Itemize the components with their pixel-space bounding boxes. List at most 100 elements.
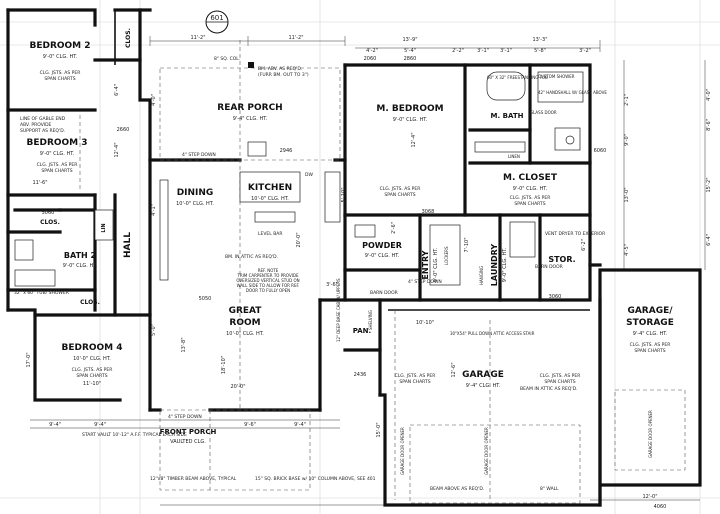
room-label-laundry: LAUNDRY bbox=[490, 244, 499, 287]
span-note: SPAN CHARTS bbox=[514, 201, 545, 207]
room-label-great: GREAT bbox=[229, 306, 263, 316]
start-vault-note: START VAULT 10'-12" A.F.F. TYPICAL EACH … bbox=[82, 432, 187, 438]
dim-misc: 11'-6" bbox=[32, 180, 47, 186]
room-ceiling-garage-storage: 9'-4" CLG. HT. bbox=[633, 331, 668, 337]
room-ceiling-master-bedroom: 9'-0" CLG. HT. bbox=[393, 117, 428, 123]
column-marker bbox=[248, 62, 254, 68]
room-label-linen: LIN bbox=[101, 223, 107, 232]
span-note: SPAN CHARTS bbox=[41, 168, 72, 174]
dim-misc: 2860 bbox=[404, 56, 417, 62]
span-note: SPAN CHARTS bbox=[399, 379, 430, 385]
door-opener-note-2: GARAGE DOOR OPENER bbox=[484, 427, 489, 475]
dim-misc: 2660 bbox=[117, 127, 130, 133]
vanity bbox=[474, 141, 526, 153]
span-note: SPAN CHARTS bbox=[544, 379, 575, 385]
room-label-entry: ENTRY bbox=[421, 250, 430, 279]
dim-top: 13'-3" bbox=[532, 37, 547, 43]
kitchen-island bbox=[239, 171, 301, 203]
room-label-master-closet: M. CLOSET bbox=[503, 173, 558, 183]
custom-shower bbox=[537, 71, 584, 103]
dim-right: 13'-0" bbox=[624, 187, 630, 202]
room-label-storage: STOR. bbox=[548, 255, 575, 264]
room-label-hall: HALL bbox=[123, 232, 133, 258]
shelving-note: SHELVING bbox=[368, 310, 373, 330]
tub-note: 60" X 32" FREESTANDING TUB bbox=[487, 75, 548, 80]
tub-shower-note: 32" x 60" TUB/ SHOWER bbox=[14, 290, 69, 296]
beam-attic-note: BM. IN ATTIC AS REQ'D. bbox=[225, 254, 278, 260]
dim-top: 13'-9" bbox=[402, 37, 417, 43]
joist-note: CLG. JSTS. AS PER bbox=[540, 373, 581, 379]
dim-misc: 12'-6" bbox=[451, 362, 457, 377]
ref-note-2: TRIM CARPENTER TO PROVIDE bbox=[236, 273, 299, 278]
custom-shower-note: CUSTOM SHOWER bbox=[538, 74, 575, 79]
room-label-garage-storage-1: GARAGE/ bbox=[627, 306, 673, 316]
dashed-lines bbox=[79, 40, 686, 504]
dim-misc: 17'-0" bbox=[26, 352, 32, 367]
level-bar-note: LEVEL BAR bbox=[258, 231, 283, 237]
dishwasher-label: DW bbox=[305, 172, 313, 178]
joist-note: CLG. JSTS. AS PER bbox=[380, 186, 421, 192]
dim-right: 2'-1" bbox=[624, 94, 630, 106]
step-down-entry: 4" STEP DOWN bbox=[408, 279, 442, 285]
ref-note-3: OVERSIZED VERTICAL STUD ON bbox=[236, 278, 299, 283]
handsills-note: 42" HANDSHALL W/ GLASS ABOVE bbox=[538, 90, 607, 95]
square-column-note: 8" SQ. COL. bbox=[214, 56, 240, 62]
dim-top: 11'-2" bbox=[190, 35, 205, 41]
ref-note-5: DOOR TO FULLY OPEN bbox=[246, 288, 290, 293]
span-note: SPAN CHARTS bbox=[76, 373, 107, 379]
dim-left: 5'-0" bbox=[151, 324, 157, 336]
toilet bbox=[565, 135, 575, 145]
dim-top: 2'-2" bbox=[452, 48, 464, 54]
dim-bottom: 9'-4" bbox=[294, 422, 306, 428]
joist-note: CLG. JSTS. AS PER bbox=[395, 373, 436, 379]
hanging-note: HANGING bbox=[479, 266, 484, 285]
room-label-bedroom-2: BEDROOM 2 bbox=[29, 41, 90, 51]
dim-right: 8'-6" bbox=[706, 119, 712, 131]
dim-misc: 5'-10" bbox=[341, 187, 347, 202]
dim-misc: 2436 bbox=[354, 372, 367, 378]
dim-top: 3'-2" bbox=[579, 48, 591, 54]
dim-left: 4'-0" bbox=[151, 94, 157, 106]
room-label-pantry: PAN. bbox=[353, 327, 371, 335]
room-ceiling-entry: 9'-0" CLG. HT. bbox=[433, 247, 439, 282]
lockers bbox=[429, 224, 461, 286]
level-bar-counter bbox=[254, 211, 296, 223]
span-note: SPAN CHARTS bbox=[384, 192, 415, 198]
room-ceiling-laundry: 9'-0" CLG. HT. bbox=[502, 247, 508, 282]
bath-vanity bbox=[14, 239, 34, 261]
room-label-powder: POWDER bbox=[362, 241, 402, 250]
dim-misc: 3068 bbox=[422, 209, 435, 215]
room-label-bath-2: BATH 2 bbox=[64, 251, 96, 260]
joist-note: CLG. JSTS. AS PER bbox=[510, 195, 551, 201]
room-label-front-porch: FRONT PORCH bbox=[160, 428, 217, 436]
room-label-kitchen: KITCHEN bbox=[248, 183, 292, 193]
timber-beam-note: 12"x8" TIMBER BEAM ABOVE, TYPICAL bbox=[150, 476, 237, 482]
room-label-closet-low: CLOS. bbox=[80, 299, 100, 306]
beam-above-note-1: BM. ABV. AS REQ'D. bbox=[258, 66, 302, 72]
span-note: SPAN CHARTS bbox=[634, 348, 665, 354]
powder-sink bbox=[354, 224, 376, 238]
room-label-closet-mid: CLOS. bbox=[40, 219, 60, 226]
joist-note: CLG. JSTS. AS PER bbox=[72, 367, 113, 373]
room-ceiling-bedroom-2: 9'-0" CLG. HT. bbox=[43, 54, 78, 60]
dim-bottom: 12'-0" bbox=[642, 494, 657, 500]
joist-note: CLG. JSTS. AS PER bbox=[630, 342, 671, 348]
room-label-garage-storage-2: STORAGE bbox=[626, 318, 674, 328]
ref-note-1: REF. NOTE bbox=[258, 268, 279, 273]
room-ceiling-powder: 9'-0" CLG. HT. bbox=[365, 253, 400, 259]
dining-buffet bbox=[159, 179, 169, 281]
dim-misc: 3060 bbox=[549, 294, 562, 300]
glass-door-note: GLASS DOOR bbox=[530, 110, 557, 115]
dim-right: 4'-0" bbox=[706, 89, 712, 101]
ref-note-4: WALL SIDE TO ALLOW FOR REF. bbox=[237, 283, 300, 288]
step-down-rear: 4" STEP DOWN bbox=[182, 152, 216, 158]
dim-misc: 5050 bbox=[199, 296, 212, 302]
deep-base-note: 12" DEEP BASE CAB W/ UPPERS bbox=[336, 278, 341, 342]
room-ceiling-bedroom-3: 9'-0" CLG. HT. bbox=[40, 151, 75, 157]
room-labels: BEDROOM 2 9'-0" CLG. HT. BEDROOM 3 9'-0"… bbox=[26, 28, 673, 445]
room-ceiling-front-porch: VAULTED CLG. bbox=[170, 439, 206, 445]
brick-base-note: 15" SQ. BRICK BASE w/ 10" COLUMN ABOVE, … bbox=[255, 476, 376, 482]
barn-door-note-2: BARN DOOR bbox=[535, 264, 563, 270]
dim-top: 11'-2" bbox=[288, 35, 303, 41]
annotations: LINE OF GABLE END ABV. PROVIDE SUPPORT A… bbox=[14, 56, 653, 492]
